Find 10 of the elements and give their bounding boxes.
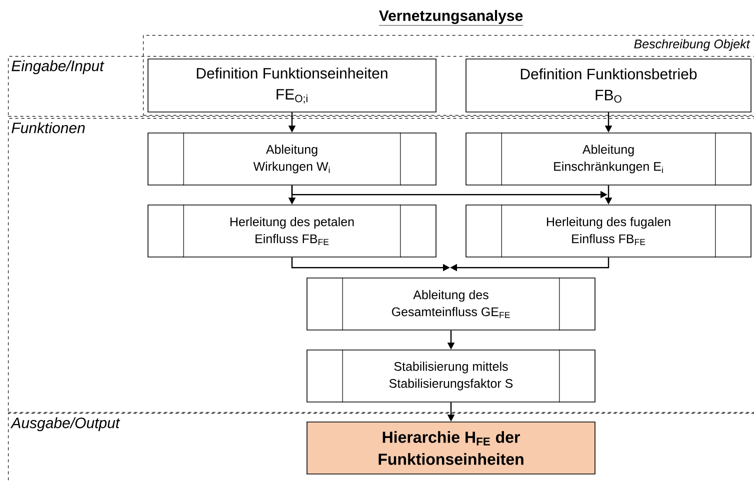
process-box: Ableitung Wirkungen W$_{i}$ [148,132,436,186]
process-box: Herleitung des fugalen Einfluss FB$_{FE}$ [466,204,752,258]
diagram-title: Vernetzungsanalyse [378,10,524,26]
input-box: Definition Funktionseinheiten FE$_{O;i}$ [148,58,436,112]
process-box: Stabilisierung mittels Stabilisierungsfaktor S [306,349,596,403]
process-box: Ableitung Einschränkungen E$_{i}$ [466,132,752,186]
result-box: Hierarchie H$_{FE}$ der Funktionseinheiten [306,422,596,474]
process-box: Herleitung des petalen Einfluss FB$_{FE}$ [148,204,436,258]
input-box: Definition Funktionsbetrieb FB$_{O}$ [466,58,752,112]
process-box: Ableitung des Gesamteinfluss GE$_{FE}$ [306,277,596,331]
